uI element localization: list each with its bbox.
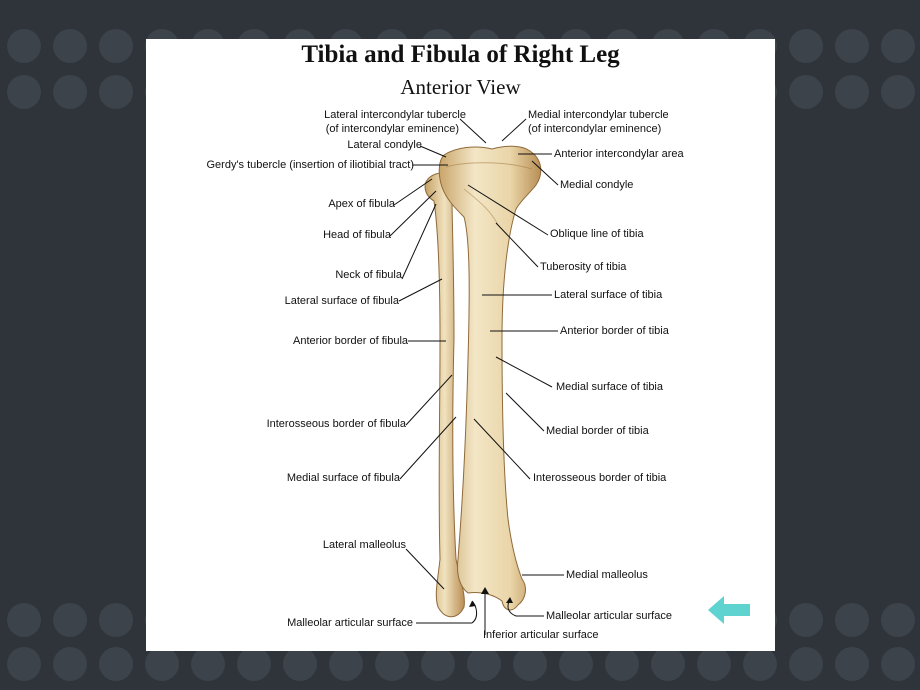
label-anterior-border-of-tibia: Anterior border of tibia	[560, 325, 669, 337]
diagram-subtitle: Anterior View	[400, 75, 521, 99]
background-dot	[53, 647, 87, 681]
background-dot	[743, 647, 777, 681]
arrow-left-icon	[708, 596, 750, 624]
label-lateral-malleolus: Lateral malleolus	[322, 539, 406, 551]
background-dot	[467, 647, 501, 681]
background-dot	[53, 75, 87, 109]
label-anterior-border-of-fibula: Anterior border of fibula	[293, 335, 408, 347]
arrowheads	[469, 587, 513, 607]
background-dot	[835, 647, 869, 681]
label-malleolar-articular-surface-right: Malleolar articular surface	[546, 610, 672, 622]
background-dot	[651, 647, 685, 681]
background-dot	[191, 647, 225, 681]
background-dot	[881, 647, 915, 681]
label-malleolar-articular-surface-left: Malleolar articular surface	[287, 617, 413, 629]
background-dot	[375, 647, 409, 681]
label-medial-border-of-tibia: Medial border of tibia	[546, 425, 649, 437]
background-dot	[99, 647, 133, 681]
background-dot	[7, 647, 41, 681]
label-anterior-intercondylar-area: Anterior intercondylar area	[554, 148, 684, 160]
label-lateral-intercondylar-tubercle: Lateral intercondylar tubercle	[324, 109, 466, 121]
background-dot	[53, 603, 87, 637]
label-tuberosity-of-tibia: Tuberosity of tibia	[540, 261, 627, 273]
background-dot	[53, 29, 87, 63]
label-gerdys-tubercle: Gerdy's tubercle (insertion of iliotibia…	[206, 159, 414, 171]
label-head-of-fibula: Head of fibula	[323, 229, 391, 241]
label-medial-intercondylar-tubercle-sub: (of intercondylar eminence)	[528, 123, 662, 135]
label-oblique-line-of-tibia: Oblique line of tibia	[550, 228, 644, 240]
background-dot	[835, 603, 869, 637]
background-dot	[7, 603, 41, 637]
background-dot	[789, 603, 823, 637]
background-dot	[789, 29, 823, 63]
background-dot	[789, 647, 823, 681]
background-dot	[329, 647, 363, 681]
background-dot	[99, 75, 133, 109]
label-inferior-articular-surface: Inferior articular surface	[483, 629, 599, 641]
diagram-panel: Tibia and Fibula of Right Leg Anterior V…	[146, 39, 775, 651]
label-medial-condyle: Medial condyle	[560, 179, 634, 191]
background-dot	[7, 75, 41, 109]
background-dot	[881, 603, 915, 637]
background-dot	[283, 647, 317, 681]
background-dot	[559, 647, 593, 681]
background-dot	[881, 29, 915, 63]
background-dot	[99, 29, 133, 63]
label-medial-malleolus: Medial malleolus	[566, 569, 648, 581]
background-dot	[145, 647, 179, 681]
background-dot	[605, 647, 639, 681]
label-lateral-surface-of-tibia: Lateral surface of tibia	[554, 289, 663, 301]
label-lateral-surface-of-fibula: Lateral surface of fibula	[284, 295, 399, 307]
label-medial-surface-of-tibia: Medial surface of tibia	[556, 381, 663, 393]
label-interosseous-border-of-fibula: Interosseous border of fibula	[266, 418, 406, 430]
background-dot	[7, 29, 41, 63]
label-apex-of-fibula: Apex of fibula	[328, 198, 395, 210]
label-medial-intercondylar-tubercle: Medial intercondylar tubercle	[528, 109, 669, 121]
label-lateral-condyle: Lateral condyle	[347, 139, 422, 151]
background-dot	[697, 647, 731, 681]
label-neck-of-fibula: Neck of fibula	[335, 269, 402, 281]
label-interosseous-border-of-tibia: Interosseous border of tibia	[533, 472, 667, 484]
diagram-title: Tibia and Fibula of Right Leg	[301, 41, 620, 68]
background-dot	[835, 75, 869, 109]
background-dot	[421, 647, 455, 681]
background-dot	[881, 75, 915, 109]
background-dot	[513, 647, 547, 681]
label-lateral-intercondylar-tubercle-sub: (of intercondylar eminence)	[325, 123, 459, 135]
tibia-bone	[438, 145, 542, 611]
bone-illustration	[389, 118, 564, 635]
background-dot	[789, 75, 823, 109]
back-arrow-button[interactable]	[706, 594, 752, 626]
label-medial-surface-of-fibula: Medial surface of fibula	[286, 472, 400, 484]
leader-lines	[389, 118, 564, 635]
background-dot	[99, 603, 133, 637]
background-dot	[835, 29, 869, 63]
background-dot	[237, 647, 271, 681]
